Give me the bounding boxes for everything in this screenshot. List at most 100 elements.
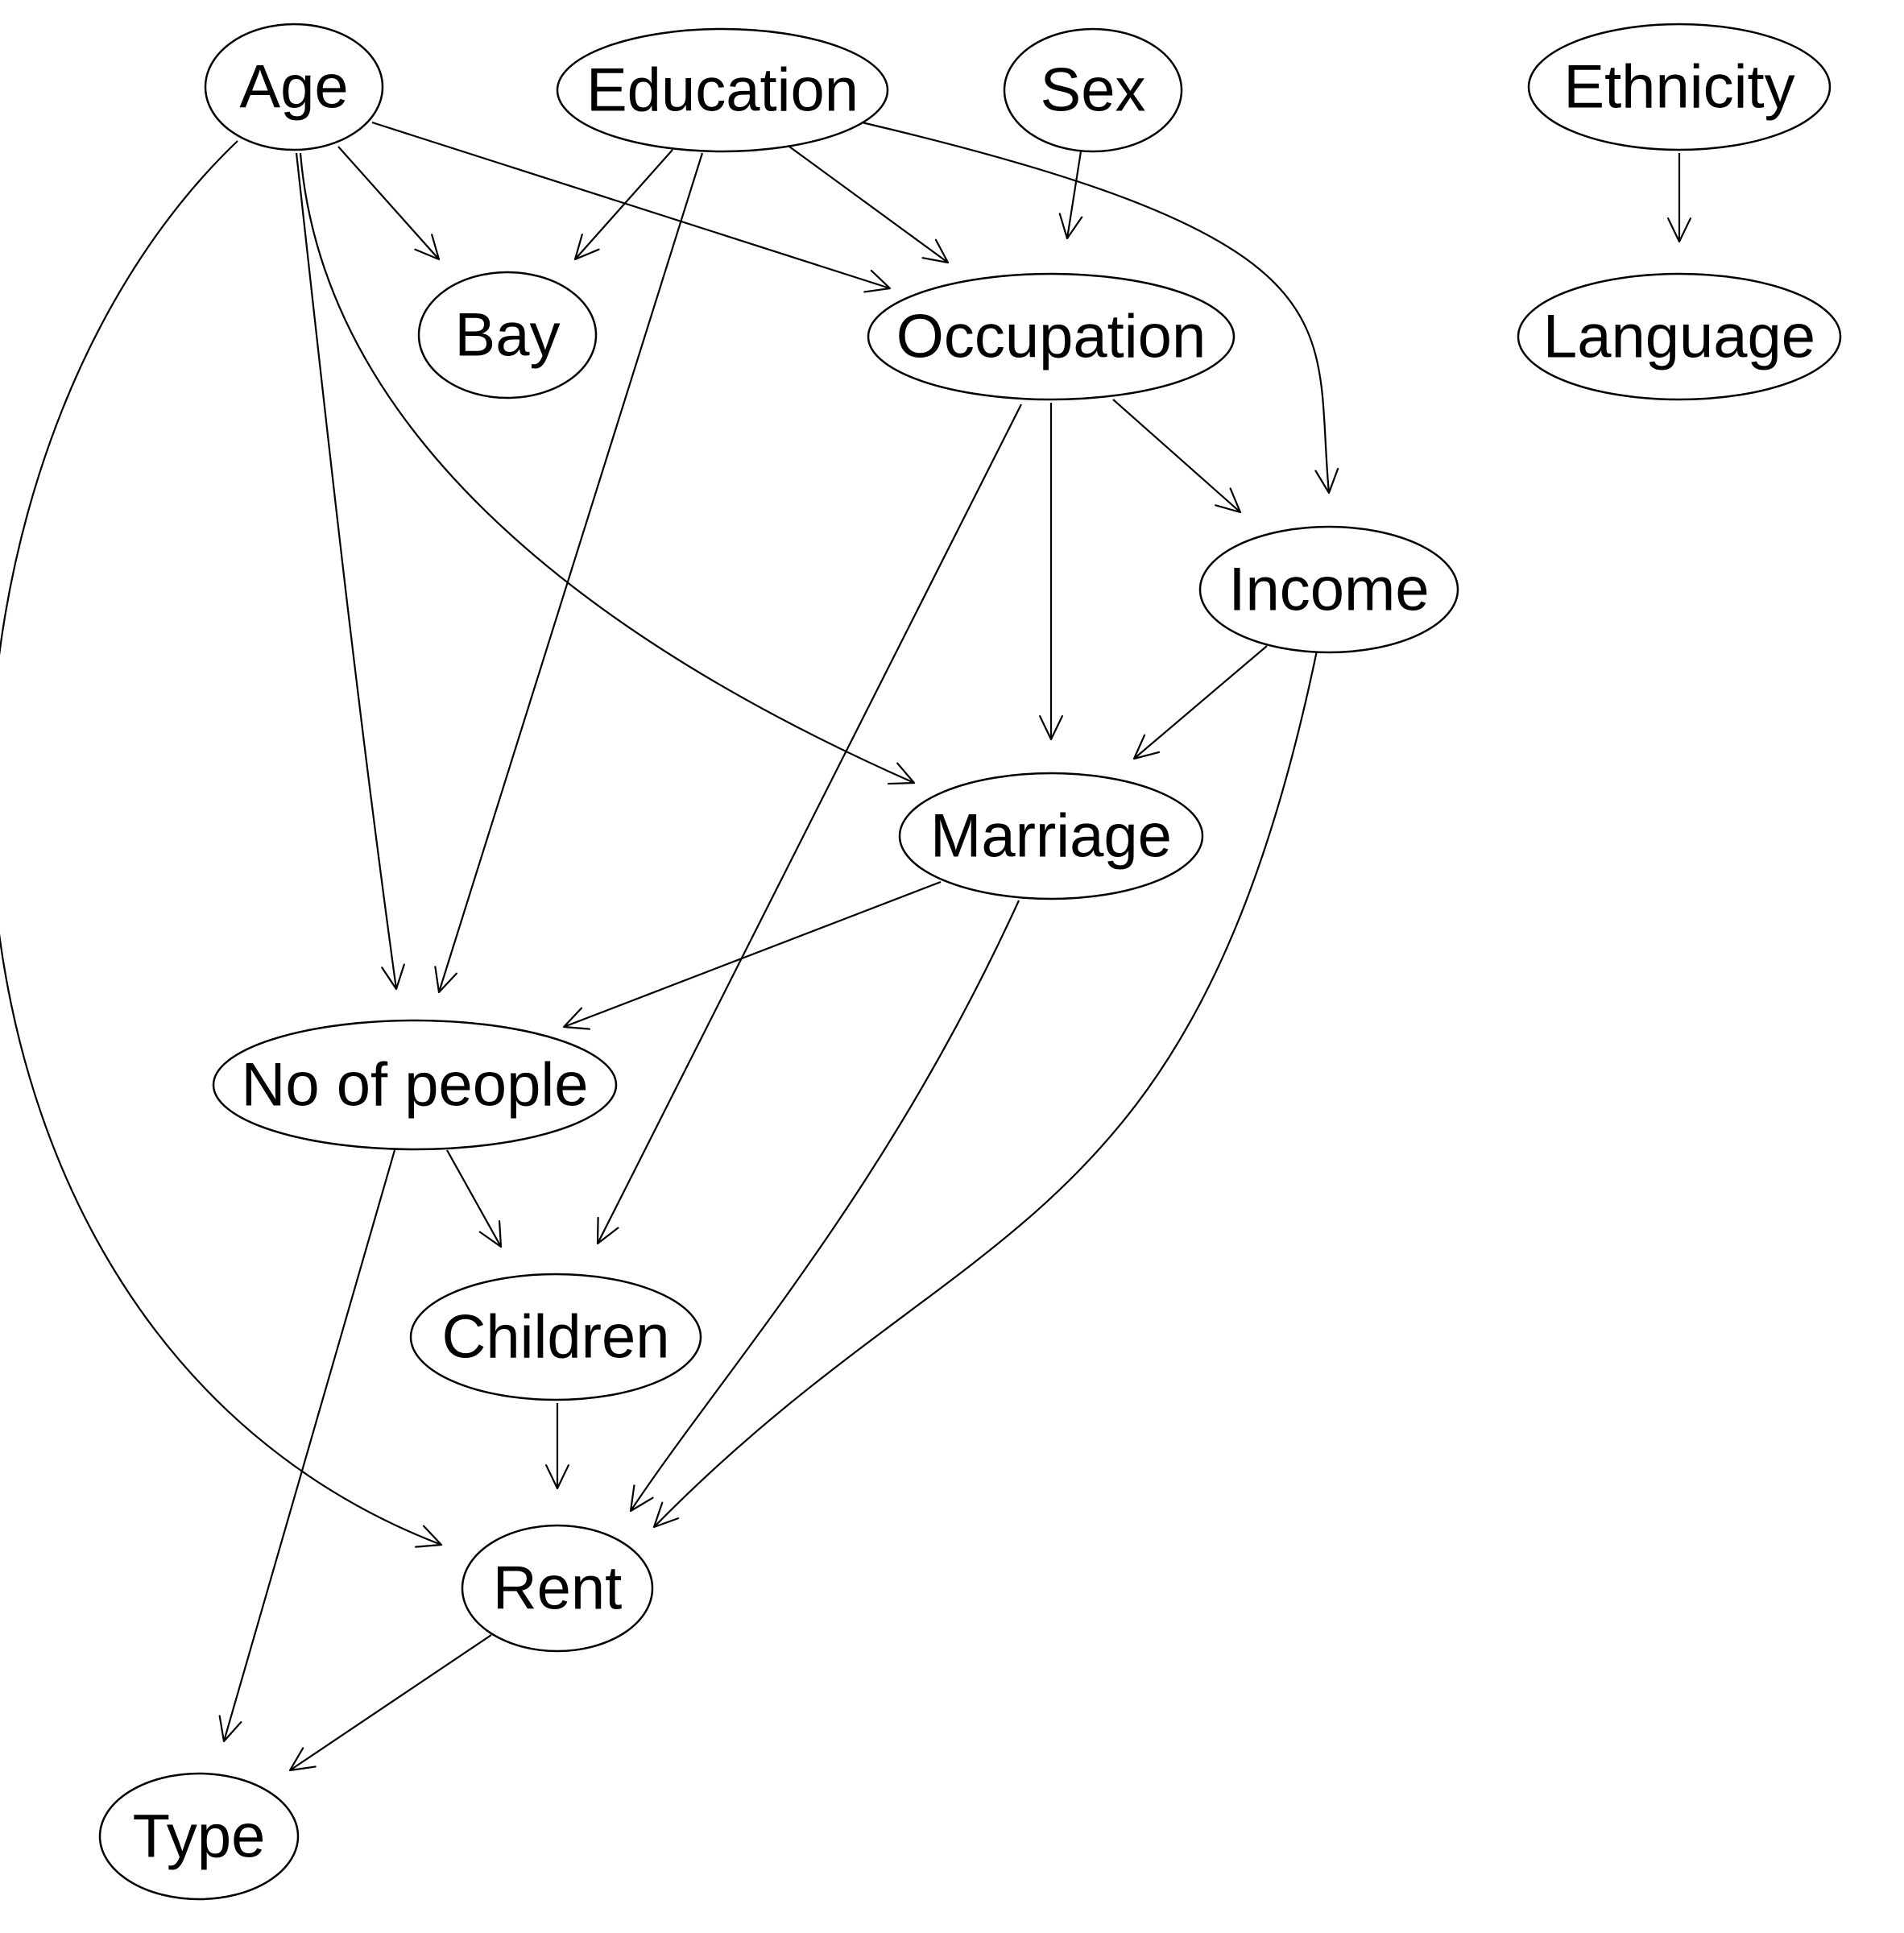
edge-education-to-bay: [573, 149, 673, 261]
node-label: Income: [1228, 556, 1429, 624]
node-language: Language: [1517, 272, 1842, 401]
node-children: Children: [409, 1273, 702, 1401]
node-marriage: Marriage: [898, 772, 1204, 900]
node-no-of-people: No of people: [212, 1019, 618, 1151]
node-ellipse: [204, 23, 384, 151]
arrow-head-icon: [887, 762, 916, 785]
edge-line: [371, 121, 891, 290]
node-label: Education: [586, 56, 859, 125]
arrow-head-icon: [1667, 217, 1691, 243]
node-label: Rent: [493, 1554, 623, 1623]
edge-sex-to-occupation: [1058, 151, 1083, 240]
edge-no-of-people-to-children: [446, 1149, 503, 1248]
node-ellipse: [898, 772, 1204, 900]
node-income: Income: [1198, 525, 1459, 654]
arrow-head-icon: [562, 1007, 590, 1030]
node-education: Education: [556, 27, 889, 153]
node-label: Age: [239, 53, 348, 122]
edge-occupation-to-marriage: [1039, 403, 1063, 741]
arrow-head-icon: [381, 963, 405, 991]
node-label: Occupation: [896, 303, 1206, 371]
arrow-head-icon: [415, 1525, 443, 1548]
arrow-head-icon: [921, 238, 950, 264]
edge-education-to-income: [861, 121, 1339, 495]
edge-line: [0, 140, 442, 1546]
edge-line: [337, 146, 440, 260]
edge-marriage-to-no-of-people: [562, 880, 942, 1030]
node-rent: Rent: [461, 1524, 654, 1653]
edge-age-to-bay: [337, 146, 441, 261]
edge-line: [446, 1149, 502, 1248]
node-type: Type: [98, 1772, 300, 1901]
edge-line: [653, 650, 1318, 1528]
node-ellipse: [212, 1019, 618, 1151]
arrow-head-icon: [863, 269, 892, 293]
arrow-head-icon: [414, 234, 441, 261]
edge-line: [289, 1634, 492, 1771]
edge-line: [1133, 645, 1268, 760]
node-occupation: Occupation: [867, 272, 1236, 401]
node-ethnicity: Ethnicity: [1527, 23, 1832, 151]
edge-line: [437, 152, 704, 993]
edge-line: [1112, 399, 1241, 513]
edge-no-of-people-to-type: [218, 1149, 396, 1743]
node-ellipse: [98, 1772, 300, 1901]
edge-age-to-no-of-people: [295, 152, 405, 991]
arrow-head-icon: [1215, 487, 1242, 514]
edge-line: [630, 900, 1020, 1512]
node-label: Language: [1543, 303, 1815, 371]
arrow-head-icon: [1039, 715, 1063, 741]
arrow-head-icon: [478, 1219, 503, 1248]
arrow-head-icon: [218, 1715, 242, 1743]
node-ellipse: [409, 1273, 702, 1401]
arrow-head-icon: [629, 1484, 654, 1513]
node-label: Children: [441, 1303, 669, 1372]
edge-education-to-occupation: [789, 146, 950, 264]
edge-age-to-marriage: [299, 152, 916, 785]
node-label: Ethnicity: [1563, 53, 1794, 122]
edge-line: [295, 152, 398, 990]
edge-line: [299, 152, 915, 784]
node-ellipse: [867, 272, 1236, 401]
edges-layer: [0, 121, 1691, 1772]
edge-children-to-rent: [545, 1403, 569, 1490]
node-sex: Sex: [1003, 27, 1183, 153]
arrow-head-icon: [1132, 734, 1161, 760]
node-label: Sex: [1041, 56, 1146, 125]
edge-marriage-to-rent: [629, 900, 1020, 1513]
edge-income-to-marriage: [1132, 645, 1268, 760]
edge-line: [789, 146, 949, 263]
edge-line: [222, 1149, 396, 1742]
node-ellipse: [1527, 23, 1832, 151]
arrow-head-icon: [596, 1216, 619, 1245]
arrow-head-icon: [573, 234, 600, 261]
edge-age-to-occupation: [371, 121, 892, 293]
edge-income-to-rent: [652, 650, 1318, 1529]
node-bay: Bay: [417, 271, 598, 399]
edge-occupation-to-children: [596, 404, 1022, 1245]
node-ellipse: [1003, 27, 1183, 153]
edge-ethnicity-to-language: [1667, 153, 1691, 243]
edge-line: [1066, 151, 1082, 239]
edge-age-to-rent: [0, 140, 443, 1548]
arrow-head-icon: [652, 1501, 680, 1529]
node-ellipse: [556, 27, 889, 153]
node-ellipse: [461, 1524, 654, 1653]
edge-occupation-to-income: [1112, 399, 1242, 514]
edge-line: [861, 121, 1331, 494]
node-label: Bay: [455, 301, 561, 370]
edge-line: [563, 880, 942, 1029]
arrow-head-icon: [545, 1464, 569, 1490]
node-label: Marriage: [930, 802, 1172, 871]
edge-line: [597, 404, 1022, 1244]
node-ellipse: [1198, 525, 1459, 654]
edge-line: [574, 149, 673, 260]
arrow-head-icon: [288, 1747, 317, 1772]
arrow-head-icon: [1314, 467, 1339, 495]
edge-education-to-no-of-people: [434, 152, 704, 994]
node-ellipse: [1517, 272, 1842, 401]
arrow-head-icon: [1058, 213, 1083, 240]
arrow-head-icon: [434, 966, 457, 994]
